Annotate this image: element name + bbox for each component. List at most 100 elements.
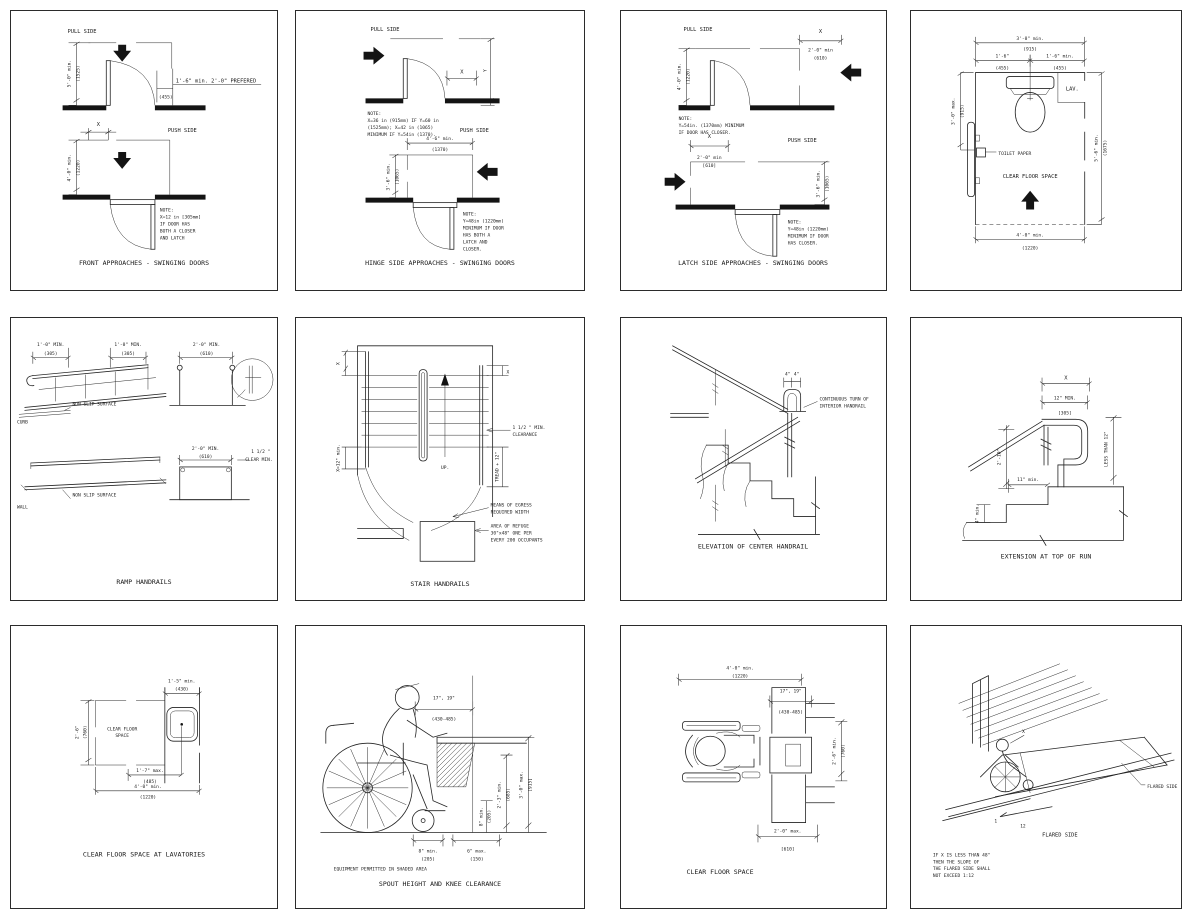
top-dimension xyxy=(413,701,475,716)
toe-depth-dimension xyxy=(450,834,502,847)
equipment-label: EQUIPMENT PERMITTED IN SHADED AREA xyxy=(334,866,427,872)
width-dim-text: 4'-0" min. xyxy=(134,784,161,790)
panel-hinge-side-approaches: PULL SIDE Y X NOTE: X=36 xyxy=(295,10,585,291)
pull-depth-dim-text: 5'-0" min. xyxy=(67,60,73,87)
pull-x-dimension xyxy=(444,70,479,86)
overall-width-dimension xyxy=(973,36,1087,67)
turn-line1: CONTINUOUS TURN OF xyxy=(820,396,870,402)
bottom-width-dimension xyxy=(177,455,250,465)
svg-text:MINIMUM IF DOOR: MINIMUM IF DOOR xyxy=(788,233,829,239)
x-dimension xyxy=(1039,377,1092,392)
svg-text:(1525mm); X=42 in (1065): (1525mm); X=42 in (1065) xyxy=(368,125,434,131)
bottom-dim-text: 4'-0" min. xyxy=(1016,232,1043,238)
non-slip-top-label: NON SLIP SURFACE xyxy=(73,401,117,407)
toe-dim-text: 8" min. xyxy=(479,807,485,826)
side-dim-text: 3'-0" max. xyxy=(951,98,957,125)
extension-top-drawing: X 12" MIN. [305] 2'-10" 11" min. xyxy=(962,376,1128,560)
clearance-line1: 1 1/2 " MIN. xyxy=(512,425,545,431)
pull-x-mm-text: (610) xyxy=(814,56,828,62)
depth-dimension xyxy=(835,719,848,782)
push-depth-mm-text: (1220) xyxy=(75,160,81,176)
toilet-clearance-drawing: 3'-0" min. (915) 1'-6" (455) 1'-6" min. … xyxy=(951,36,1109,251)
push-x-dim-text: 2'-0" min xyxy=(697,155,722,161)
toe-mm-text: (205) xyxy=(487,810,493,824)
svg-text:NOT EXCEED 1:12: NOT EXCEED 1:12 xyxy=(933,873,974,879)
toilet-paper-label: TOILET PAPER xyxy=(998,151,1031,157)
alcove-dimension xyxy=(755,824,820,843)
slope-den: 12 xyxy=(1020,824,1026,830)
entry-arrow-icon xyxy=(1021,190,1040,210)
x-dim-left-text: X xyxy=(336,362,342,365)
push-x-mm-text: [610] xyxy=(702,163,716,169)
half-right-dim-text: 1'-6" min. xyxy=(1046,54,1073,60)
side-mm-text: (760) xyxy=(82,725,88,739)
clear-floor-line2: SPACE xyxy=(115,733,129,739)
lav-label: LAV. xyxy=(1066,86,1079,92)
svg-text:NOTE:: NOTE: xyxy=(368,111,382,117)
push-approach-arrow-icon xyxy=(664,172,686,191)
flared-callout xyxy=(1121,762,1146,786)
street-curb-lines xyxy=(942,752,1175,822)
refuge-callout xyxy=(473,528,489,533)
upper-flight-rail xyxy=(672,345,789,414)
push-depth-dim-text: 3'-6" min. xyxy=(385,163,391,190)
svg-text:Y=48in (1220mm): Y=48in (1220mm) xyxy=(788,226,829,232)
bottom-step xyxy=(357,528,404,539)
pull-door xyxy=(709,60,751,106)
side-dimension xyxy=(80,699,95,766)
pull-depth-dim-text: 4'-0" min. xyxy=(677,63,683,90)
depth-dimension xyxy=(1086,71,1105,225)
wheelchair-plan xyxy=(682,720,761,783)
pull-wall xyxy=(62,105,206,111)
person-figure xyxy=(382,683,448,808)
clear-floor-plan-drawing: 4'-0" min. (1220) 17", 19" (430-485) 2'-… xyxy=(676,666,848,876)
depth-dim-text: 2'-6" min. xyxy=(831,737,837,764)
svg-text:Y=54in. (1370mm) MINIMUM: Y=54in. (1370mm) MINIMUM xyxy=(679,123,745,129)
non-slip-bottom-label: NON SLIP SURFACE xyxy=(73,493,117,499)
panel-ramp-handrails: 1'-0" MIN. (305) 1'-0" MIN. (305) NON SL… xyxy=(10,317,278,601)
knee-dim-text: 2'-3" min. xyxy=(497,781,503,808)
svg-text:MINIMUM IF DOOR: MINIMUM IF DOOR xyxy=(463,225,504,231)
ext-dim-text: 12" MIN. xyxy=(1054,395,1076,401)
treads xyxy=(361,375,489,448)
panel-lavatory-clear-floor: 1'-5" min. (430) 2'-6" (760) CLEAR FLOOR… xyxy=(10,625,278,909)
ext-right-text: 1'-0" MIN. xyxy=(114,342,141,348)
bottom-dimension xyxy=(973,226,1087,244)
push-x-text: X xyxy=(97,122,101,128)
svg-text:IF X IS LESS THAN 48": IF X IS LESS THAN 48" xyxy=(933,852,991,858)
slope-num: 1 xyxy=(994,819,997,825)
svg-text:THEN THE SLOPE OF: THEN THE SLOPE OF xyxy=(933,859,980,865)
panel-center-handrail-elevation: 4" 4" CONTINUOUS TURN OF INTERIOR HANDRA… xyxy=(620,317,887,601)
pull-side-label: PULL SIDE xyxy=(68,29,97,35)
width-mm-text: (1220) xyxy=(732,674,748,680)
panel-title: EXTENSION AT TOP OF RUN xyxy=(1001,552,1092,560)
area-of-refuge-box xyxy=(419,521,476,562)
clear-floor-label: CLEAR FLOOR SPACE xyxy=(1003,174,1058,180)
clearance-line2: CLEARANCE xyxy=(512,432,537,438)
pull-y-text: Y xyxy=(483,69,489,72)
panel-front-approaches: PULL SIDE 5'-0" min. (1525) 1'-6" min. 2 xyxy=(10,10,278,291)
x-label: X xyxy=(1022,729,1025,735)
egress-line2: REQUIRED WIDTH xyxy=(491,510,530,516)
push-depth-dim-text: 4'-0" min. xyxy=(67,154,73,181)
handrail-loop xyxy=(968,418,1089,488)
left-top-extension-dim xyxy=(341,349,366,376)
rail-posts xyxy=(712,369,729,522)
height-dimension xyxy=(998,425,1015,490)
lavatory-clear-floor-drawing: 1'-5" min. (430) 2'-6" (760) CLEAR FLOOR… xyxy=(74,679,205,859)
push-wall xyxy=(62,194,206,200)
counter-band xyxy=(164,687,200,784)
depth-dimension xyxy=(411,834,446,847)
push-width-text: 4'-6" min. xyxy=(426,136,453,142)
x12-dim-text: X=12" min. xyxy=(336,444,342,471)
push-x-dimension xyxy=(688,140,731,152)
offset-dimension xyxy=(125,768,184,781)
fountain-unit xyxy=(769,736,812,774)
spout-dim-text: 3'-0" max. xyxy=(518,771,524,798)
push-approach-arrow-icon xyxy=(476,162,498,181)
push-door xyxy=(734,209,781,257)
pull-wall xyxy=(365,98,500,104)
push-x-dimension xyxy=(80,128,117,141)
turn-dimensions xyxy=(783,377,801,388)
shaded-knee-area xyxy=(436,742,476,788)
